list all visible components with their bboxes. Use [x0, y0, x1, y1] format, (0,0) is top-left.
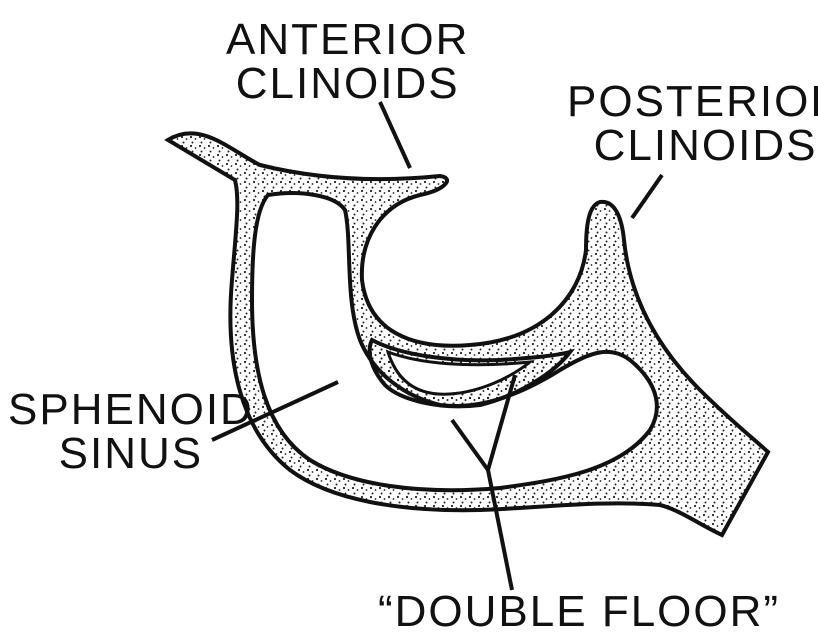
anterior-clinoids-line-1: ANTERIOR	[226, 18, 469, 62]
posterior-clinoids-line-2: CLINOIDS	[567, 124, 818, 168]
sphenoid-sinus-line-1: SPHENOID	[8, 388, 254, 432]
anterior-clinoids-leader	[380, 102, 410, 168]
double-floor-label: “DOUBLE FLOOR”	[378, 590, 780, 634]
posterior-clinoids-line-1: POSTERIOR	[567, 80, 818, 124]
anterior-clinoids-line-2: CLINOIDS	[226, 62, 469, 106]
posterior-clinoids-leader	[632, 175, 662, 218]
sphenoid-sinus-line-2: SINUS	[8, 432, 254, 476]
anterior-clinoids-label: ANTERIOR CLINOIDS	[226, 18, 469, 106]
sphenoid-sinus-label: SPHENOID SINUS	[8, 388, 254, 476]
posterior-clinoids-label: POSTERIOR CLINOIDS	[567, 80, 818, 168]
